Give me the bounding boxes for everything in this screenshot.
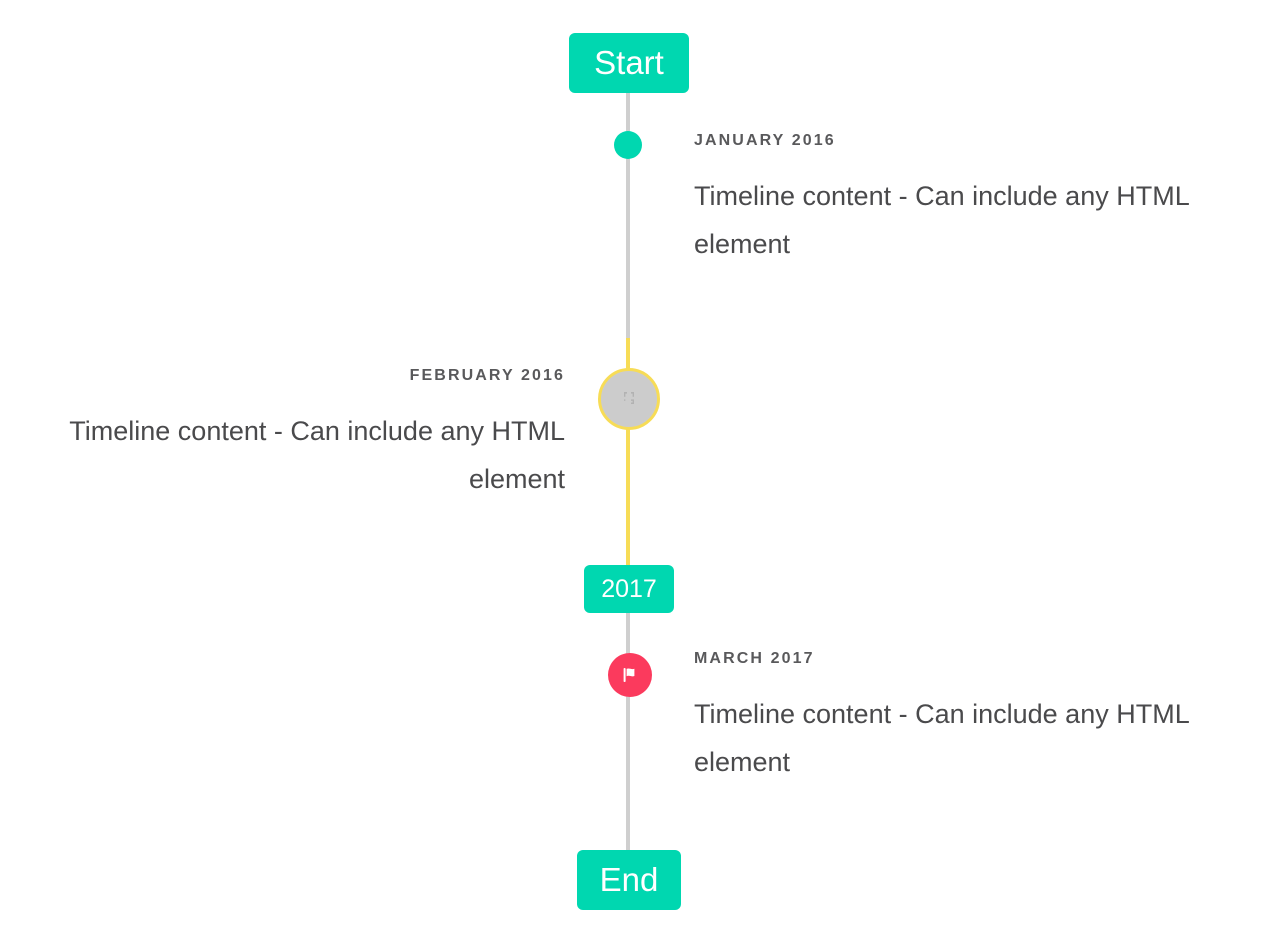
timeline-entry-february-2016: February 2016 Timeline content - Can inc… — [40, 366, 565, 503]
broken-image-icon — [624, 392, 634, 404]
timeline-entry-date: March 2017 — [694, 650, 815, 667]
timeline-marker-flag-icon[interactable] — [608, 653, 652, 697]
timeline-line-segment-bottom — [626, 613, 630, 853]
timeline-entry-body: Timeline content - Can include any HTML … — [69, 416, 565, 495]
timeline-start-badge[interactable]: Start — [569, 33, 689, 93]
timeline-line-segment-top — [626, 93, 630, 338]
timeline-entry-date: February 2016 — [409, 367, 565, 384]
timeline-entry-date: January 2016 — [694, 132, 836, 149]
timeline-line-segment-highlighted — [626, 338, 630, 565]
timeline-entry-body: Timeline content - Can include any HTML … — [694, 699, 1189, 778]
timeline-year-badge-2017[interactable]: 2017 — [584, 565, 674, 613]
timeline-entry-march-2017: March 2017 Timeline content - Can includ… — [694, 649, 1222, 786]
timeline-marker-broken-image-icon[interactable] — [598, 368, 660, 430]
timeline-end-badge[interactable]: End — [577, 850, 681, 910]
timeline-entry-body: Timeline content - Can include any HTML … — [694, 181, 1189, 260]
flag-icon — [623, 668, 635, 682]
timeline-marker-dot-icon[interactable] — [614, 131, 642, 159]
timeline-entry-january-2016: January 2016 Timeline content - Can incl… — [694, 131, 1222, 268]
